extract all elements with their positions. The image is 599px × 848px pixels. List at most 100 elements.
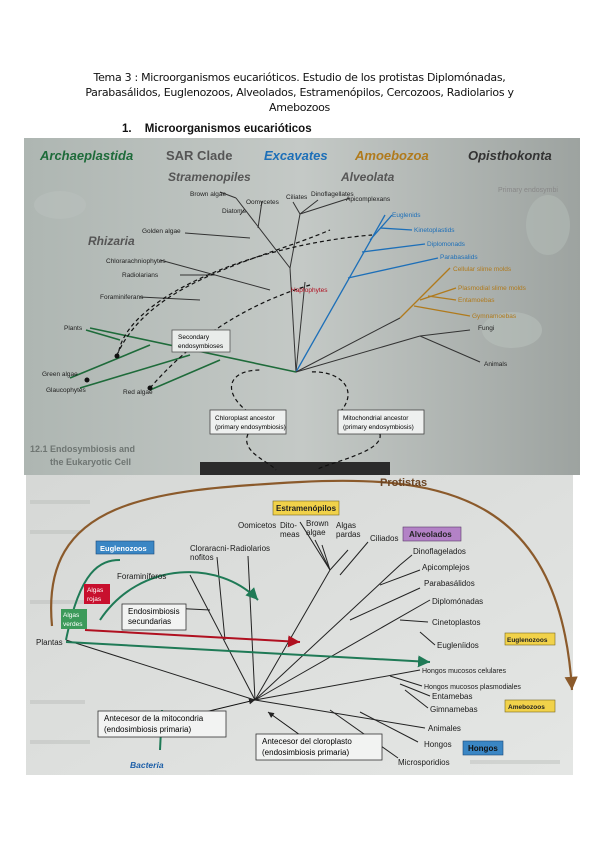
svg-text:Secondary: Secondary	[178, 334, 210, 341]
taxon-apicomplexans: Apicomplexans	[346, 196, 391, 203]
taxon-diplomonadas: Diplomónadas	[432, 597, 483, 606]
taxon-algas-pardas-1: Algas	[336, 521, 356, 530]
supergroup-excavates: Excavates	[264, 148, 328, 163]
taxon-kinetoplastids: Kinetoplastids	[414, 227, 455, 234]
taxon-glaucophytes: Glaucophytes	[46, 387, 86, 394]
svg-text:endosymbioses: endosymbioses	[178, 343, 224, 350]
svg-text:Chloroplast ancestor: Chloroplast ancestor	[215, 415, 275, 422]
sar-branches	[139, 191, 351, 373]
endosymbiosis-node	[84, 377, 90, 383]
tag-euglenozoos: Euglenozoos	[95, 540, 155, 555]
taxon-red-algae: Red algae	[123, 389, 153, 396]
taxon-apicomplejos: Apicomplejos	[422, 563, 470, 572]
svg-text:rojas: rojas	[87, 596, 102, 603]
taxon-diatoms: Diatoms	[222, 208, 247, 215]
svg-text:secundarias: secundarias	[128, 617, 171, 626]
endosymbiosis-arcs	[116, 229, 373, 413]
background-blob	[34, 191, 86, 219]
taxon-animales: Animales	[428, 724, 461, 733]
page-edge-shadow	[200, 462, 390, 475]
header-line-2: Parabasálidos, Euglenozoos, Alveolados, …	[85, 86, 514, 99]
taxon-radiolarios: Radiolarios	[230, 544, 270, 553]
figure-2-protist-tree: Protistas	[26, 475, 578, 775]
svg-text:Antecesor del cloroplasto: Antecesor del cloroplasto	[262, 737, 352, 746]
ancestor-arrows	[246, 433, 381, 471]
svg-text:Euglenozoos: Euglenozoos	[100, 544, 147, 553]
tag-alveolados: Alveolados	[402, 526, 462, 542]
taxon-algas-pardas-2: pardas	[336, 530, 360, 539]
svg-text:Algas: Algas	[87, 587, 104, 594]
tag-algas-verdes: Algas verdes	[61, 609, 87, 629]
red-endosymbiosis-arrow	[84, 629, 301, 648]
box-mitochondrial-ancestor: Mitochondrial ancestor (primary endosymb…	[337, 409, 425, 435]
header-line-3: Amebozoos	[269, 101, 330, 114]
svg-text:(endosimbiosis primaria): (endosimbiosis primaria)	[262, 748, 349, 757]
opisthokont-branches	[295, 317, 481, 373]
taxon-cellular-slime-molds: Cellular slime molds	[453, 266, 512, 273]
supergroup-sar: SAR Clade	[166, 148, 232, 163]
section-title: Microorganismos eucarióticos	[144, 123, 312, 135]
supergroup-archaeplastida: Archaeplastida	[39, 148, 133, 163]
subgroup-alveolata: Alveolata	[340, 170, 395, 184]
taxon-fungi: Fungi	[478, 325, 494, 332]
taxon-euglenids: Euglenids	[392, 212, 421, 219]
taxon-oomicetos: Oomicetos	[238, 521, 276, 530]
taxon-hongos: Hongos	[424, 740, 452, 749]
taxon-euglenidos: Eugleníidos	[437, 641, 479, 650]
background-caption-2: the Eukaryotic Cell	[50, 457, 131, 467]
taxon-parabasalids: Parabasalids	[440, 254, 478, 261]
taxon-ciliados: Ciliados	[370, 534, 398, 543]
taxon-green-algae: Green algae	[42, 371, 78, 378]
taxon-golden-algae: Golden algae	[142, 228, 181, 235]
taxon-hongos-mucosos-celulares: Hongos mucosos celulares	[422, 668, 507, 675]
document-header: Tema 3 : Microorganismos eucarióticos. E…	[60, 70, 539, 115]
tag-amebozoos: Amebozoos	[504, 699, 556, 713]
taxon-brown-algae: Brown algae	[190, 191, 227, 198]
taxon-entamoebas: Entamoebas	[458, 297, 495, 304]
taxon-entamebas: Entamebas	[432, 692, 472, 701]
svg-text:Amebozoos: Amebozoos	[508, 704, 545, 711]
box-chloroplast-ancestor: Chloroplast ancestor (primary endosymbio…	[209, 409, 287, 435]
protistas-title: Protistas	[380, 477, 427, 489]
taxon-brown-algae-2: algae	[306, 528, 326, 537]
svg-text:Euglenozoos: Euglenozoos	[507, 637, 548, 644]
tag-algas-rojas: Algas rojas	[84, 584, 110, 604]
excavate-branches	[295, 214, 439, 373]
taxon-diplomonads: Diplomonads	[427, 241, 466, 248]
background-blob	[482, 312, 542, 348]
section-number: 1.	[122, 123, 132, 135]
taxon-parabasalidos: Parabasálidos	[424, 579, 475, 588]
bacteria-label: Bacteria	[130, 760, 164, 770]
header-line-1: Tema 3 : Microorganismos eucarióticos. E…	[93, 71, 506, 84]
taxon-cinetoplastos: Cinetoplastos	[432, 618, 480, 627]
taxon-gymnamoebas: Gymnamoebas	[472, 313, 517, 320]
protist-branches	[65, 521, 436, 759]
box-antecesor-cloroplasto: Antecesor del cloroplasto (endosimbiosis…	[255, 733, 383, 761]
endosymbiosis-node	[147, 385, 153, 391]
taxon-cloraracniofitos-1: Cloraracni-	[190, 544, 229, 553]
subgroup-stramenopiles: Stramenopiles	[168, 170, 251, 184]
taxon-diatomeas-2: meas	[280, 530, 300, 539]
box-secondary-endosymbioses: Secondary endosymbioses	[171, 329, 231, 353]
taxon-radiolarians: Radiolarians	[122, 272, 159, 279]
protistas-arc	[50, 479, 578, 691]
svg-text:(primary endosymbiosis): (primary endosymbiosis)	[343, 424, 414, 431]
svg-text:verdes: verdes	[63, 621, 83, 628]
taxon-brown-algae-1: Brown	[306, 519, 329, 528]
taxon-gimnamebas: Gimnamebas	[430, 705, 478, 714]
svg-text:Hongos: Hongos	[468, 744, 498, 753]
taxon-dinoflagellates: Dinoflagellates	[311, 191, 354, 198]
taxon-plants: Plants	[64, 325, 83, 332]
taxon-haptophytes: Haptophytes	[291, 287, 328, 294]
section-heading: 1. Microorganismos eucarióticos	[122, 123, 312, 135]
figure-1-eukaryotic-tree: Archaeplastida SAR Clade Excavates Amoeb…	[24, 138, 580, 475]
supergroup-opisthokonta: Opisthokonta	[468, 148, 552, 163]
subgroup-rhizaria: Rhizaria	[88, 234, 135, 248]
taxon-foraminiferans: Foraminiferans	[100, 294, 144, 301]
figure-1-background	[24, 138, 580, 475]
svg-text:Antecesor de la mitocondria: Antecesor de la mitocondria	[104, 714, 204, 723]
box-antecesor-mitocondria: Antecesor de la mitocondria (endosimbios…	[97, 710, 227, 738]
taxon-foraminiferos: Foraminíferos	[117, 572, 166, 581]
taxon-cloraracniofitos-2: nofitos	[190, 553, 214, 562]
